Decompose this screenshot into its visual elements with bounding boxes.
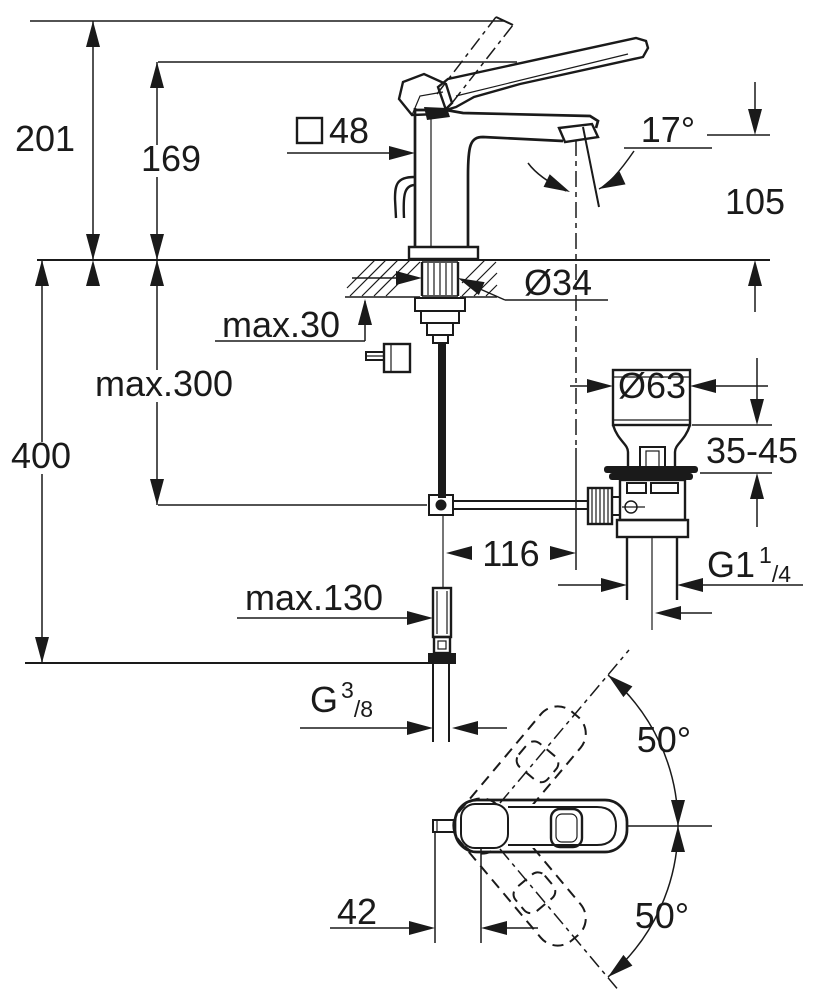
dim-max130-label: max.130 xyxy=(245,577,383,618)
faucet-front-view xyxy=(393,16,650,261)
spout-stub xyxy=(432,819,456,833)
dim-50deg-upper-label: 50° xyxy=(637,719,691,760)
waste-tailpipe xyxy=(625,537,679,600)
handle-rotated-up xyxy=(452,705,587,855)
handle-rotated-down xyxy=(452,797,587,947)
dim-105-label: 105 xyxy=(725,181,785,222)
clamp-bracket xyxy=(382,342,412,374)
dim-50deg-lower-label: 50° xyxy=(635,895,689,936)
lever-handle xyxy=(436,36,650,112)
dim-116-label: 116 xyxy=(482,533,539,574)
supply-hose xyxy=(431,586,453,639)
dim-dia34-label: Ø34 xyxy=(524,262,592,303)
base-plate xyxy=(407,245,480,261)
dim-201-label: 201 xyxy=(15,118,75,159)
dim-max300-label: max.300 xyxy=(95,363,233,404)
pop-up-waste-assembly xyxy=(604,368,698,630)
dim-48-label: 48 xyxy=(329,110,369,151)
aerator xyxy=(557,122,600,144)
square-symbol xyxy=(295,116,324,145)
waste-flange xyxy=(611,368,692,427)
handle-top-view xyxy=(432,705,629,947)
dim-max30-label: max.30 xyxy=(222,304,340,345)
dim-dia63-label: Ø63 xyxy=(618,365,686,406)
dim-169-label: 169 xyxy=(141,138,201,179)
pop-up-rod xyxy=(438,343,446,498)
handle-button xyxy=(549,807,584,849)
countertop-hatching xyxy=(346,259,498,297)
dimension-labels: 201 169 48 17° 105 Ø34 max.30 max.300 40… xyxy=(10,109,798,936)
handle-pivot xyxy=(397,72,454,117)
waste-body xyxy=(618,478,687,522)
dim-17deg-label: 17° xyxy=(641,109,695,150)
below-deck-parts xyxy=(346,259,621,742)
dim-42-label: 42 xyxy=(337,891,377,932)
dim-400-label: 400 xyxy=(11,435,71,476)
horizontal-linkage xyxy=(453,500,588,510)
dim-3545-label: 35-45 xyxy=(706,430,798,471)
